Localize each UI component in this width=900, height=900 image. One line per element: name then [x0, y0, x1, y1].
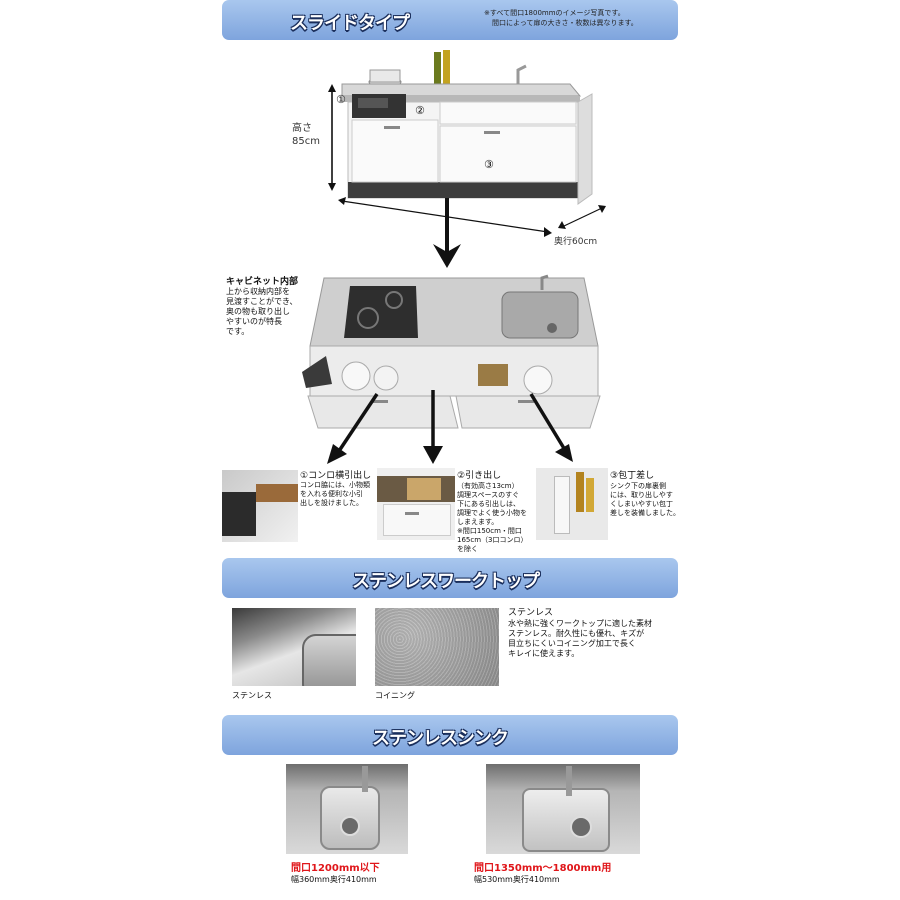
kitchen-open-illustration [302, 274, 601, 429]
worktop-desc-line-1: 水や熱に強くワークトップに適した素材 [508, 619, 652, 628]
feature-2-line-3: 下にある引出しは、 [457, 500, 520, 508]
worktop-desc-line-4: キレイに使えます。 [508, 649, 580, 658]
arrow-left-icon [327, 393, 379, 464]
feature-3-text: ③包丁差し シンク下の扉裏側 には、取り出しやす くしまいやすい包丁 差しを装備… [610, 471, 680, 518]
height-label: 高さ 85cm [292, 122, 320, 148]
sink-title: ステンレスシンク [372, 728, 509, 749]
feature-1-title: ①コンロ横引出し [300, 471, 372, 481]
sink-large-photo [486, 764, 640, 854]
stainless-photo [232, 608, 356, 686]
down-arrow-icon [433, 198, 461, 268]
slide-type-title: スライドタイプ [290, 13, 410, 34]
slide-type-note-2: 間口によって扉の大きさ・枚数は異なります。 [492, 19, 638, 27]
stainless-caption: ステンレス [232, 691, 272, 700]
feature-3-photo [536, 468, 608, 540]
feature-1-line-1: コンロ脇には、小物類 [300, 481, 370, 489]
sink-large-size: 幅530mm奥行410mm [474, 875, 560, 884]
slide-type-note-1: ※すべて間口1800mmのイメージ写真です。 [484, 9, 625, 17]
feature-3-title: ③包丁差し [610, 471, 655, 481]
worktop-desc-line-3: 目立ちにくいコイニング加工で長く [508, 639, 636, 648]
feature-2-line-6: ※間口150cm・間口 [457, 527, 522, 535]
sink-small-size: 幅360mm奥行410mm [291, 875, 377, 884]
feature-2-photo [377, 468, 455, 540]
feature-1-line-2: を入れる便利な小引 [300, 490, 363, 498]
arrow-right-icon [529, 393, 573, 462]
detail-arrows [327, 390, 573, 464]
coining-photo [375, 608, 499, 686]
worktop-desc-title: ステンレス [508, 608, 554, 618]
feature-2-line-7: 165cm（3口コンロ） [457, 536, 528, 544]
sink-banner: ステンレスシンク [222, 715, 678, 755]
feature-2-line-4: 調理でよく使う小物を [457, 509, 527, 517]
arrow-center-icon [423, 390, 443, 464]
worktop-description: ステンレス 水や熱に強くワークトップに適した素材 ステンレス。耐久性にも優れ、キ… [508, 608, 652, 659]
cabinet-interior-note: キャビネット内部 上から収納内部を 見渡すことができ、 奥の物も取り出し やすい… [226, 277, 298, 337]
feature-3-line-3: くしまいやすい包丁 [610, 500, 673, 508]
kitchen-closed-illustration [328, 50, 606, 237]
marker-1: ① [336, 93, 346, 106]
cabinet-interior-line-1: 上から収納内部を [226, 287, 290, 296]
feature-2-title: ②引き出し [457, 471, 502, 481]
cabinet-interior-title: キャビネット内部 [226, 277, 299, 287]
feature-1-text: ①コンロ横引出し コンロ脇には、小物類 を入れる便利な小引 出しを設けました。 [300, 471, 371, 508]
feature-2-line-5: しまえます。 [457, 518, 499, 526]
worktop-desc-line-2: ステンレス。耐久性にも優れ、キズが [508, 629, 645, 638]
feature-2-text: ②引き出し （有効高さ13cm） 調理スペースのすぐ 下にある引出しは、 調理で… [457, 471, 527, 554]
cabinet-interior-line-5: です。 [226, 327, 250, 336]
feature-2-line-8: を除く [457, 545, 478, 553]
feature-3-line-2: には、取り出しやす [610, 491, 673, 499]
height-value-text: 85cm [292, 136, 320, 147]
feature-3-line-1: シンク下の扉裏側 [610, 482, 666, 490]
sink-small-label: 間口1200mm以下 [291, 863, 380, 874]
feature-2-line-1: （有効高さ13cm） [457, 482, 519, 490]
height-label-text: 高さ [292, 123, 312, 134]
slide-type-banner: スライドタイプ ※すべて間口1800mmのイメージ写真です。 間口によって扉の大… [222, 0, 678, 40]
depth-label: 奥行60cm [554, 237, 598, 247]
feature-1-photo [222, 470, 298, 542]
cabinet-interior-line-3: 奥の物も取り出し [226, 307, 290, 316]
cabinet-interior-line-4: やすいのが特長 [226, 317, 282, 326]
sink-small-photo [286, 764, 408, 854]
marker-2: ② [415, 104, 425, 117]
worktop-banner: ステンレスワークトップ [222, 558, 678, 598]
worktop-title: ステンレスワークトップ [352, 571, 540, 592]
feature-2-line-2: 調理スペースのすぐ [457, 491, 520, 499]
cabinet-interior-line-2: 見渡すことができ、 [226, 297, 298, 306]
feature-3-line-4: 差しを装備しました。 [610, 509, 680, 517]
coining-caption: コイニング [375, 691, 415, 700]
feature-1-line-3: 出しを設けました。 [300, 499, 363, 507]
marker-3: ③ [484, 158, 494, 171]
sink-large-label: 間口1350mm～1800mm用 [474, 863, 612, 874]
